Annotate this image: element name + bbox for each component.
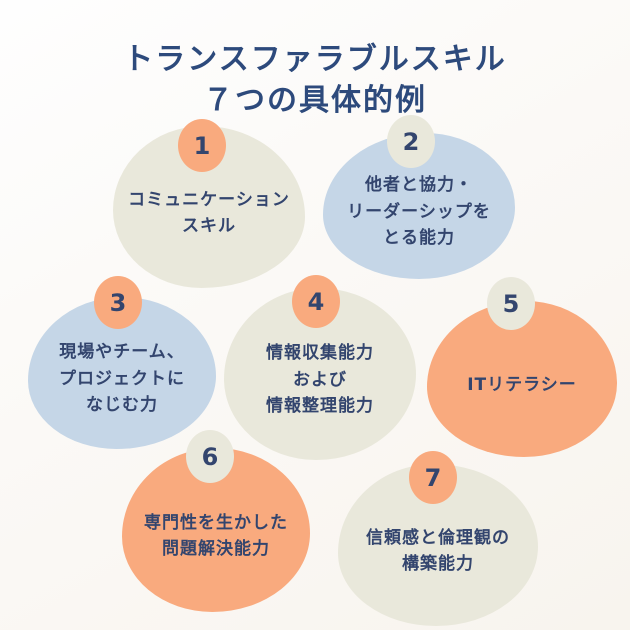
skill-bubble-2: 2 他者と協力・ リーダーシップを とる能力 [323,115,515,279]
bubble-number: 3 [109,288,127,317]
bubble-number: 1 [193,131,211,160]
skill-bubble-6: 6 専門性を生かした 問題解決能力 [122,430,310,612]
bubble-number: 7 [424,463,442,492]
bubble-number: 6 [201,442,219,471]
number-badge-1: 1 [178,119,226,172]
skill-label-6: 専門性を生かした 問題解決能力 [144,512,288,559]
skill-bubble-7: 7 信頼感と倫理観の 構築能力 [338,451,538,626]
number-badge-2: 2 [387,115,435,168]
number-badge-5: 5 [487,277,535,330]
number-badge-7: 7 [409,451,457,504]
number-badge-3: 3 [94,276,142,329]
skill-label-2: 他者と協力・ リーダーシップを とる能力 [347,175,491,249]
page-title: トランスファラブルスキル ７つの具体的例 [0,40,630,121]
bubble-number: 4 [307,287,325,316]
number-badge-4: 4 [292,275,340,328]
skill-label-5: ITリテラシー [467,374,577,395]
skill-bubble-1: 1 コミュニケーション スキル [113,119,305,288]
skill-bubble-4: 4 情報収集能力 および 情報整理能力 [224,275,416,460]
skill-bubble-3: 3 現場やチーム、 プロジェクトに なじむ力 [28,276,216,449]
title-line-1: トランスファラブルスキル [123,42,507,78]
bubble-number: 5 [502,289,520,318]
skill-bubble-5: 5 ITリテラシー [427,277,617,457]
skill-label-7: 信頼感と倫理観の 構築能力 [366,527,510,574]
number-badge-6: 6 [186,430,234,483]
title-line-2: ７つの具体的例 [203,82,427,118]
skill-label-4: 情報収集能力 および 情報整理能力 [266,343,374,417]
skill-label-1: コミュニケーション スキル [128,189,290,236]
skill-label-3: 現場やチーム、 プロジェクトに なじむ力 [59,342,185,416]
bubble-number: 2 [402,127,420,156]
